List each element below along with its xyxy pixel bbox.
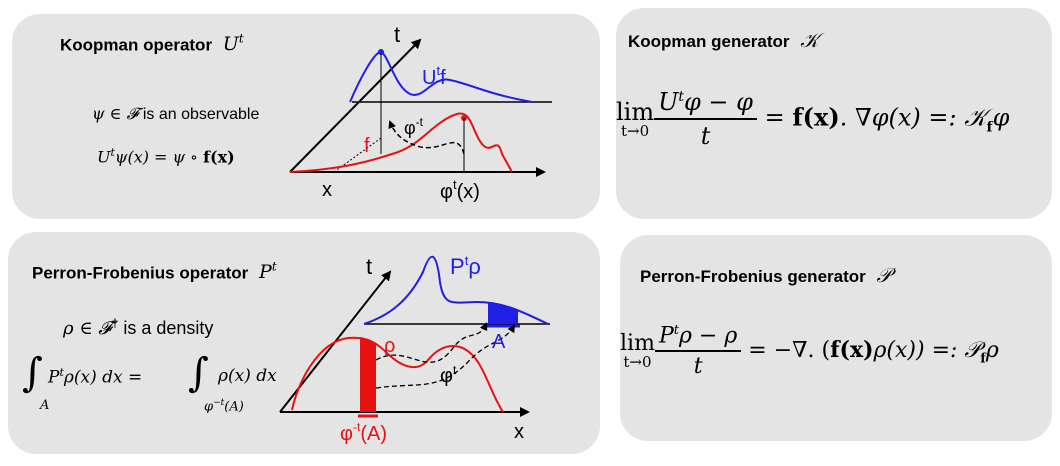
utf-curve: [349, 50, 533, 103]
label-ptrho: Ptρ: [450, 253, 481, 279]
label-rho: ρ: [384, 335, 395, 357]
label-A: A: [492, 331, 506, 353]
pf-label-x: x: [514, 421, 524, 443]
observable-definition: ψ ∈ 𝓕 is an observable: [92, 104, 260, 123]
region-phiinv-A: [360, 337, 376, 412]
label-f: f: [364, 135, 370, 157]
pf-generator-symbol: 𝒫: [876, 263, 891, 287]
flow-arrow: [388, 120, 465, 155]
koopman-action-equation: Utψ(x) = ψ ∘ f(x): [97, 146, 235, 167]
pf-flow-arrow-1: [375, 322, 488, 363]
time-axis: [289, 38, 422, 173]
pf-flow-arrow-2: [375, 324, 516, 389]
pf-label-t: t: [366, 254, 372, 279]
label-phi-inv: φ-t: [404, 115, 424, 138]
utf-point: [378, 49, 384, 55]
pf-diagram: t Ptρ A ρ φt x φ-t(A): [279, 253, 550, 445]
koopman-generator-title: Koopman generator 𝒦: [628, 28, 819, 52]
label-phitx: φt(x): [440, 177, 480, 203]
koopman-operator-panel: Koopman operator Ut ψ ∈ 𝓕 is an observab…: [12, 14, 600, 219]
koopman-title-symbol: Ut: [222, 32, 244, 56]
label-t: t: [394, 22, 400, 47]
density-definition: ρ ∈ 𝓕† is a density: [63, 316, 214, 339]
label-phiinv-A: φ-t(A): [340, 420, 387, 445]
region-A: [488, 303, 518, 324]
pf-generator-title: Perron-Frobenius generator 𝒫: [640, 263, 891, 287]
label-x: x: [322, 179, 332, 201]
koopman-operator-title: Koopman operator Ut: [60, 32, 244, 56]
f-curve: [289, 112, 513, 173]
koopman-diagram: t Utf f φ-t x φt(x): [289, 22, 552, 203]
pf-title-symbol: Pt: [259, 260, 277, 284]
perron-frobenius-operator-panel: Perron-Frobenius operator Pt ρ ∈ 𝓕† is a…: [8, 232, 600, 454]
koopman-generator-symbol: 𝒦: [800, 28, 819, 52]
pf-operator-title: Perron-Frobenius operator Pt: [32, 260, 277, 284]
rho-curve: [291, 336, 504, 413]
label-utf: Utf: [422, 63, 446, 89]
label-phit: φt: [440, 363, 457, 387]
